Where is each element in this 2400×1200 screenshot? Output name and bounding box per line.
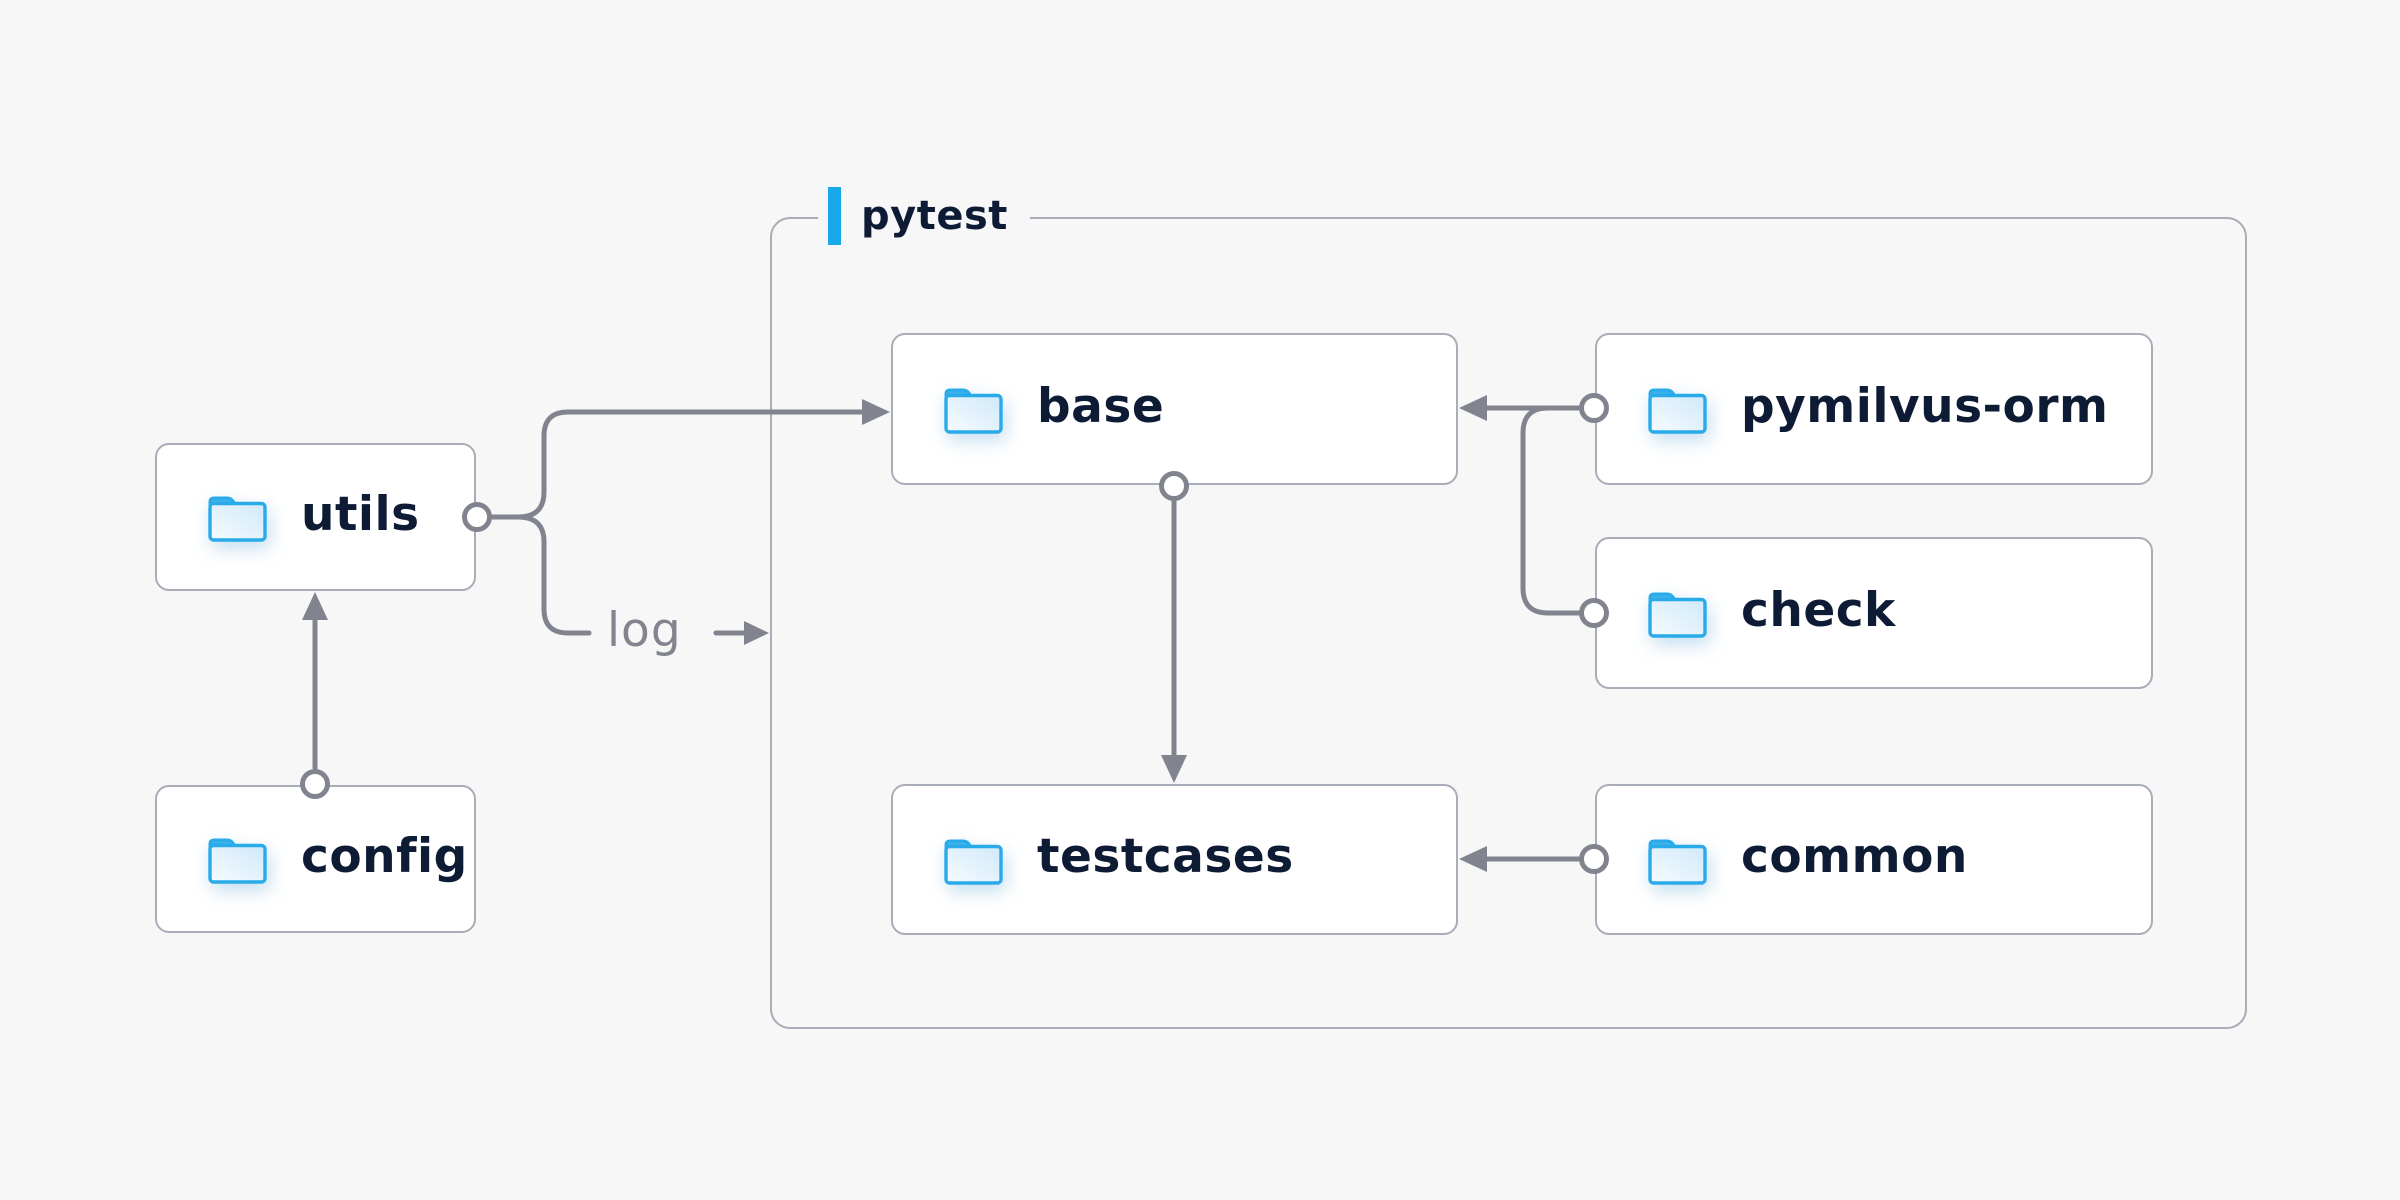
node-label: config	[301, 828, 468, 884]
folder-icon	[1648, 839, 1707, 885]
folder-icon	[208, 838, 267, 884]
arrowhead-right-icon	[744, 621, 769, 645]
node-config: config	[155, 785, 476, 933]
accent-bar-icon	[828, 187, 841, 245]
node-label: pymilvus-orm	[1741, 378, 2109, 434]
folder-icon	[1648, 388, 1707, 434]
folder-icon	[944, 388, 1003, 434]
node-label: base	[1037, 378, 1165, 434]
node-testcases: testcases	[891, 784, 1458, 935]
arrowhead-up-icon	[302, 592, 328, 620]
pytest-container	[770, 217, 2247, 1029]
folder-icon	[1648, 592, 1707, 638]
node-label: check	[1741, 582, 1896, 638]
node-check: check	[1595, 537, 2153, 689]
node-label: common	[1741, 829, 1968, 884]
node-utils: utils	[155, 443, 476, 591]
node-label: utils	[301, 486, 420, 542]
folder-icon	[208, 496, 267, 542]
pytest-label-text: pytest	[861, 193, 1008, 239]
log-edge-label: log	[607, 603, 682, 658]
node-label: testcases	[1037, 829, 1294, 884]
edge-utils-log	[515, 514, 592, 636]
node-pymilvus-orm: pymilvus-orm	[1595, 333, 2153, 485]
node-common: common	[1595, 784, 2153, 935]
folder-icon	[944, 839, 1003, 885]
node-base: base	[891, 333, 1458, 485]
pytest-label: pytest	[818, 182, 1030, 250]
